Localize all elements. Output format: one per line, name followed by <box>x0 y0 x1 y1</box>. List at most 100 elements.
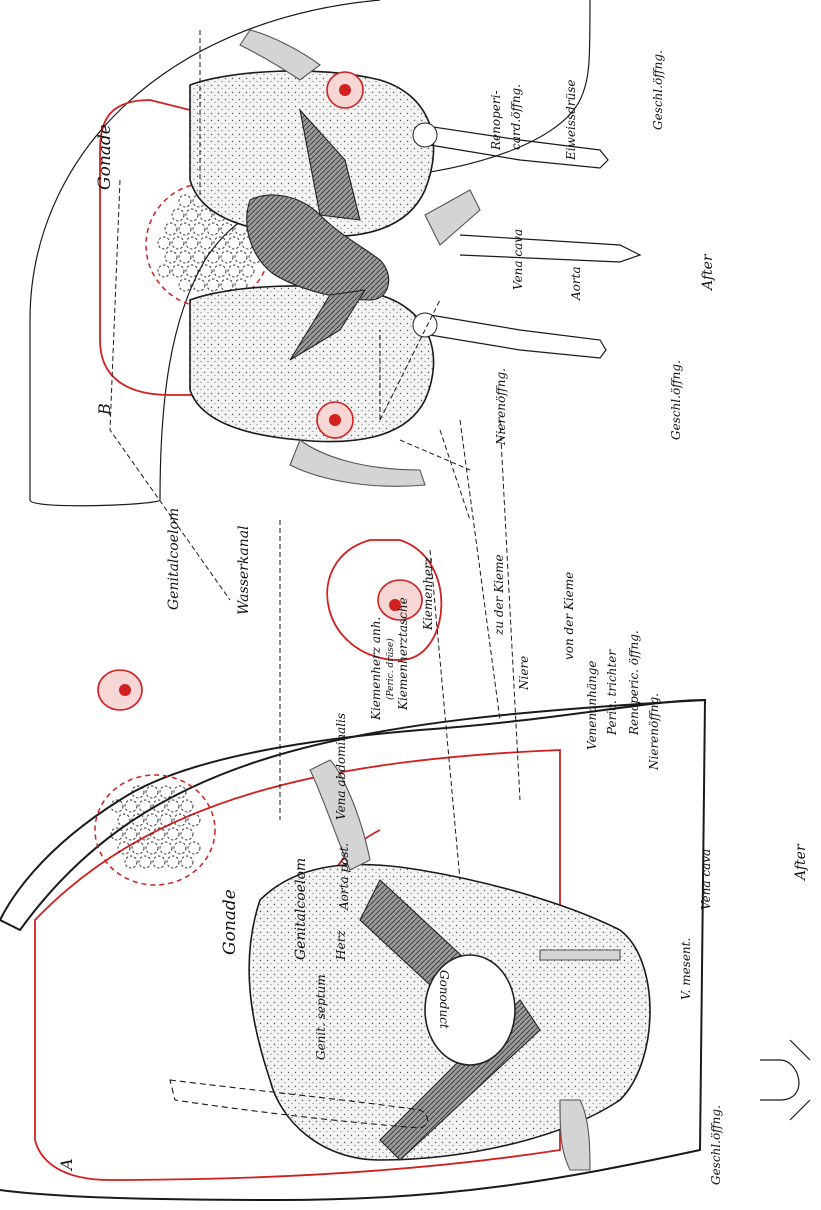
label-renopericard-1: Renoperi- <box>489 90 503 151</box>
gonad-cell <box>214 237 226 249</box>
eiweissdruese-left <box>413 313 437 337</box>
kiemenherz-a-2 <box>98 670 142 710</box>
label-von-der-kieme: von der Kieme <box>562 572 576 660</box>
figure-letter-b: B <box>95 403 114 416</box>
label-aorta-top: Aorta <box>569 266 583 301</box>
gonad-cell <box>158 265 170 277</box>
label-after-top: After <box>700 253 716 292</box>
gonad-cell <box>172 209 184 221</box>
label-wasserkanal: Wasserkanal <box>236 525 252 615</box>
label-vena-cava-top: Vena cava <box>511 229 525 290</box>
label-kiemenherz-anh: Kiemenherz anh. <box>369 617 383 721</box>
label-geschl-oeffng-top-right: Geschl.öffng. <box>651 50 665 130</box>
vena-cava-b <box>425 190 480 245</box>
gonad-cell <box>118 842 130 854</box>
label-venenanhaenge: Venenanhänge <box>585 660 599 750</box>
gonad-cell <box>181 800 193 812</box>
figure-letter-a: A <box>57 1158 76 1172</box>
label-vena-abdominalis: Vena abdominalis <box>334 713 348 820</box>
gonad-cell <box>146 814 158 826</box>
figure-a <box>0 420 810 1200</box>
gonad-cell <box>179 223 191 235</box>
label-genitalcoelom-bottom: Genitalcoelom <box>293 858 309 960</box>
label-aorta-post: Aorta post. <box>337 843 351 911</box>
gonad-cell <box>179 279 191 291</box>
label-gonade-bottom: Gonade <box>220 889 240 955</box>
gonad-cell <box>188 814 200 826</box>
gonad-cell <box>160 842 172 854</box>
gonad-cell <box>235 251 247 263</box>
label-renoperic-oeffng: Renoperic. öffng. <box>627 630 641 736</box>
label-genit-septum: Genit. septum <box>314 974 328 1060</box>
gonade-a <box>95 775 215 885</box>
gonad-cell <box>200 265 212 277</box>
label-kiemenherz-anh-sub: (Peric. drüse) <box>385 638 396 700</box>
label-gonade-top: Gonade <box>95 124 115 190</box>
gonad-cell <box>242 265 254 277</box>
gonad-cell <box>165 251 177 263</box>
gonad-cell <box>193 279 205 291</box>
gonad-cell <box>214 265 226 277</box>
label-herz: Herz <box>334 930 348 961</box>
after-symbol-a <box>760 1040 810 1120</box>
gonad-cell <box>165 223 177 235</box>
label-after-bottom: After <box>793 843 809 882</box>
gonad-cell <box>125 828 137 840</box>
gonad-cell <box>125 856 137 868</box>
gonad-cell <box>200 237 212 249</box>
kiemenherz-b-1 <box>327 72 363 108</box>
gonad-cell <box>125 800 137 812</box>
label-kiemenherz: Kiemenherz <box>421 556 435 631</box>
label-peric-trichter: Peric. trichter <box>605 649 619 736</box>
kiemenherz-b-2 <box>317 402 353 438</box>
gonad-cell <box>158 237 170 249</box>
gonad-cell <box>172 265 184 277</box>
gonad-cell <box>174 842 186 854</box>
label-vena-cava-bottom: Vena cava <box>699 849 713 910</box>
gonad-cell <box>160 786 172 798</box>
svg-text:B: B <box>95 403 114 416</box>
gonad-cell <box>207 279 219 291</box>
gonad-cell <box>228 265 240 277</box>
label-geschl-oeffng-top-mid: Geschl.öffng. <box>669 360 683 440</box>
label-kiemenherztasche: Kiemenherztasche <box>396 597 410 711</box>
gonad-cell <box>153 856 165 868</box>
label-genitalcoelom-top: Genitalcoelom <box>166 508 182 610</box>
gonad-cell <box>221 279 233 291</box>
label-zu-der-kieme: zu der Kieme <box>492 554 506 636</box>
figure-b <box>30 0 640 600</box>
gonad-cell <box>179 195 191 207</box>
geschl-duct-left <box>430 315 606 358</box>
label-eiweissdruese: Eiweissdrüse <box>564 79 578 161</box>
label-niere: Niere <box>517 656 531 691</box>
gonad-cell <box>118 814 130 826</box>
gonad-cell <box>193 223 205 235</box>
gonad-cell <box>146 842 158 854</box>
gonad-cell <box>132 842 144 854</box>
gonad-cell <box>146 786 158 798</box>
after-duct <box>460 235 640 262</box>
gonad-cell <box>186 209 198 221</box>
label-nierenoeffng-top: Nierenöffng. <box>494 368 508 446</box>
svg-text:A: A <box>57 1158 76 1172</box>
gonad-cell <box>160 814 172 826</box>
gonad-cell <box>186 265 198 277</box>
gonad-cell <box>207 251 219 263</box>
gonad-cell <box>179 251 191 263</box>
gonad-cell <box>167 828 179 840</box>
gonad-cell <box>181 828 193 840</box>
label-geschl-oeffng-bottom: Geschl.öffng. <box>709 1105 723 1185</box>
gonad-cell <box>193 251 205 263</box>
label-nierenoeffng-bottom: Nierenöffng. <box>647 693 661 771</box>
label-v-mesent: V. mesent. <box>679 938 693 1000</box>
gonad-cell <box>200 209 212 221</box>
gonad-cell <box>167 856 179 868</box>
gonad-cell <box>207 223 219 235</box>
label-renopericard-2: card.öffng. <box>509 84 523 150</box>
gonad-cell <box>172 237 184 249</box>
gonad-cell <box>186 237 198 249</box>
gonad-cell <box>139 800 151 812</box>
lobe-lower-b <box>190 286 434 442</box>
eiweissdruese-right <box>413 123 437 147</box>
